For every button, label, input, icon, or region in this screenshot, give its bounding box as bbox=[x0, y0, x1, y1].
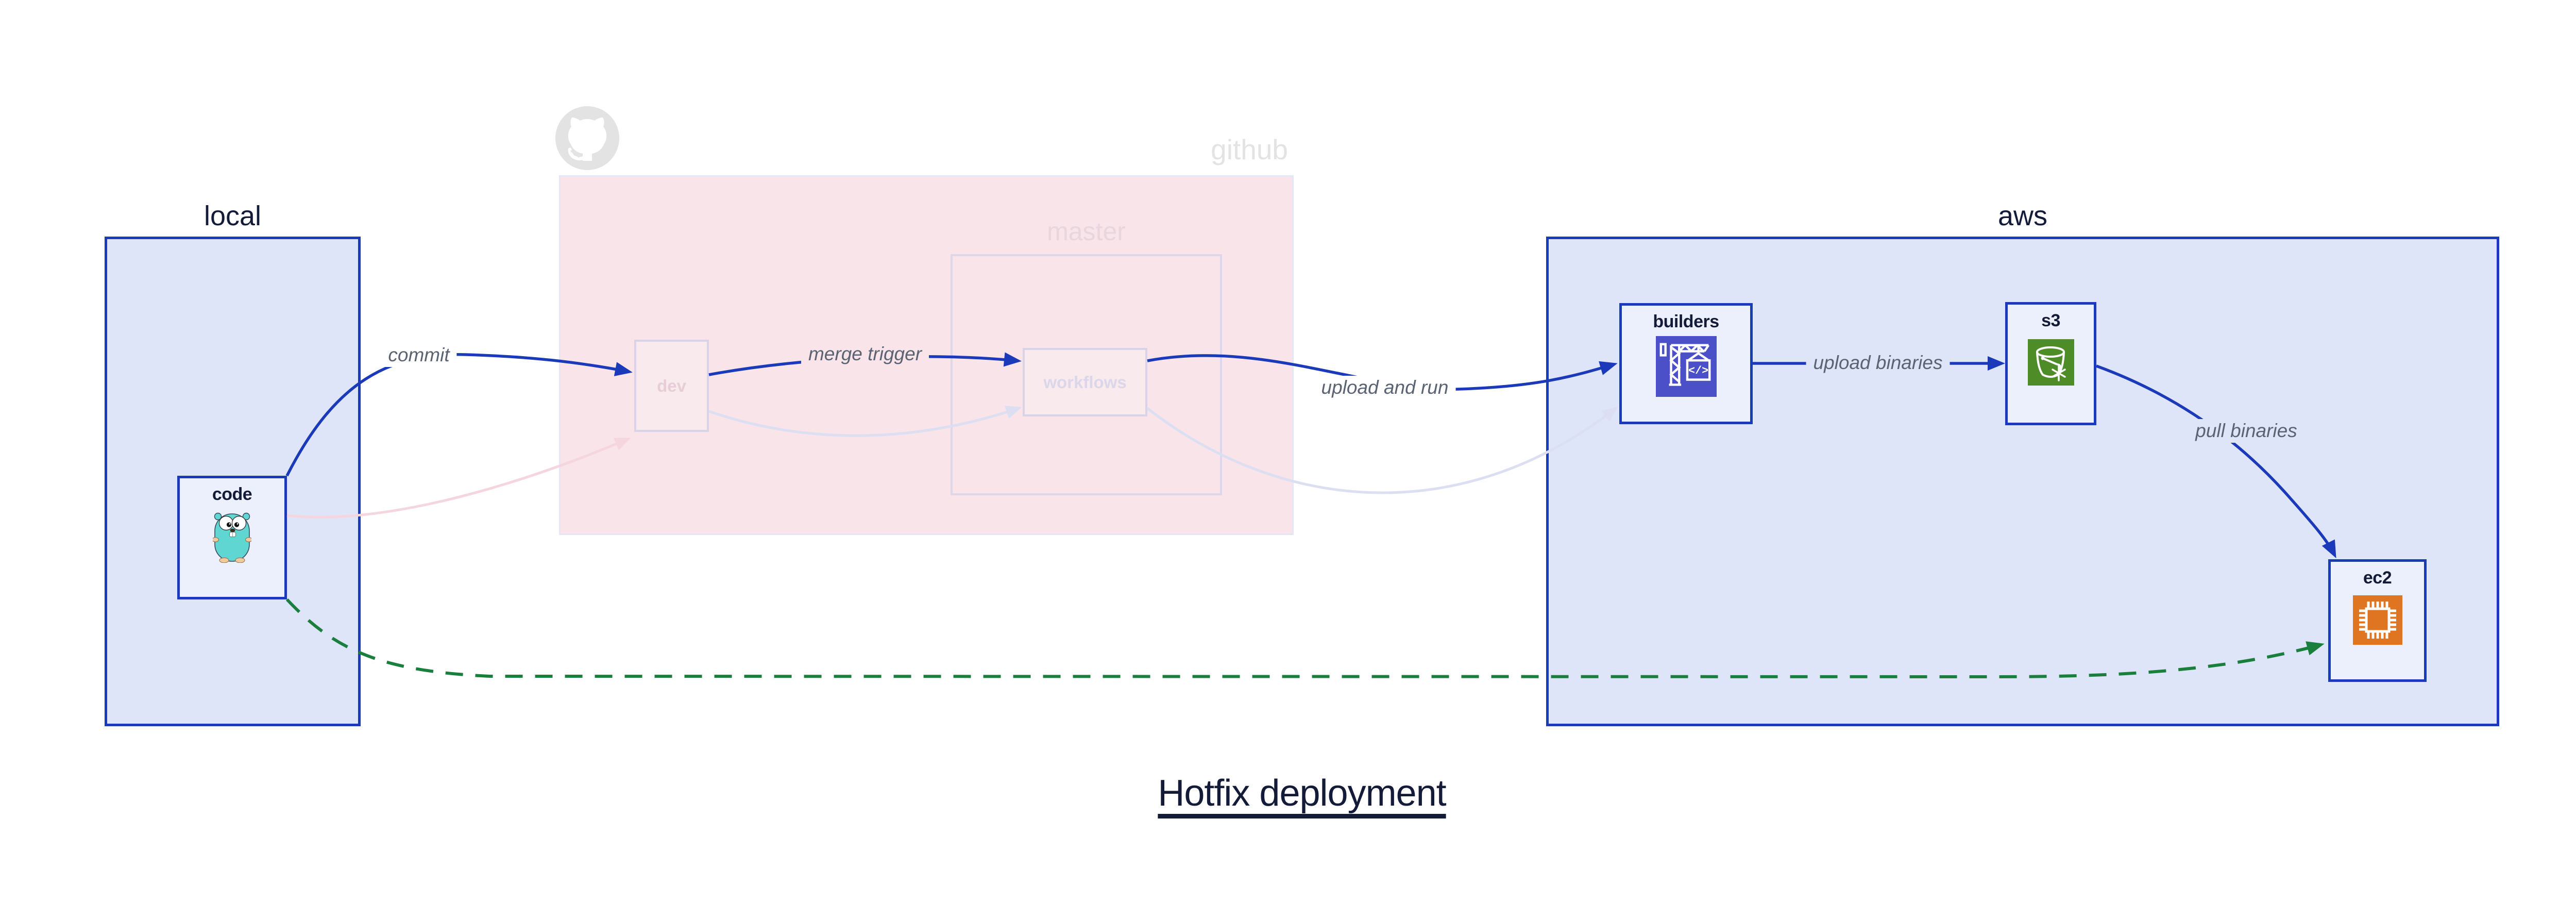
edge-label-merge-trigger: merge trigger bbox=[801, 342, 929, 366]
edge-label-upload-binaries: upload binaries bbox=[1806, 351, 1950, 375]
edge-label-upload-and-run: upload and run bbox=[1314, 376, 1456, 399]
aws-ec2-chip-icon bbox=[2352, 595, 2402, 645]
master-group-label: master bbox=[1047, 217, 1126, 246]
github-octocat-icon bbox=[555, 106, 619, 170]
dev-node: dev bbox=[634, 340, 709, 432]
code-label: code bbox=[212, 485, 252, 504]
builders-node: builders </> bbox=[1619, 303, 1753, 424]
aws-s3-bucket-icon bbox=[2027, 339, 2074, 386]
dev-label: dev bbox=[657, 376, 686, 395]
diagram-title: Hotfix deployment bbox=[1158, 773, 1446, 814]
ec2-node: ec2 bbox=[2328, 559, 2427, 682]
aws-group-label: aws bbox=[1997, 201, 2048, 231]
github-group-label: github bbox=[1211, 133, 1288, 165]
s3-label: s3 bbox=[2041, 311, 2060, 330]
ec2-label: ec2 bbox=[2363, 568, 2392, 588]
builders-label: builders bbox=[1653, 312, 1719, 331]
local-group-label: local bbox=[204, 201, 262, 231]
edge-label-commit: commit bbox=[381, 343, 457, 367]
svg-text:</>: </> bbox=[1688, 365, 1708, 377]
aws-codebuild-icon: </> bbox=[1655, 336, 1717, 397]
workflows-node: workflows bbox=[1023, 348, 1147, 416]
s3-node: s3 bbox=[2005, 302, 2096, 425]
workflows-label: workflows bbox=[1043, 372, 1127, 392]
edge-label-pull-binaries: pull binaries bbox=[2188, 419, 2304, 443]
code-node: code bbox=[177, 476, 287, 599]
go-gopher-icon bbox=[213, 512, 251, 563]
